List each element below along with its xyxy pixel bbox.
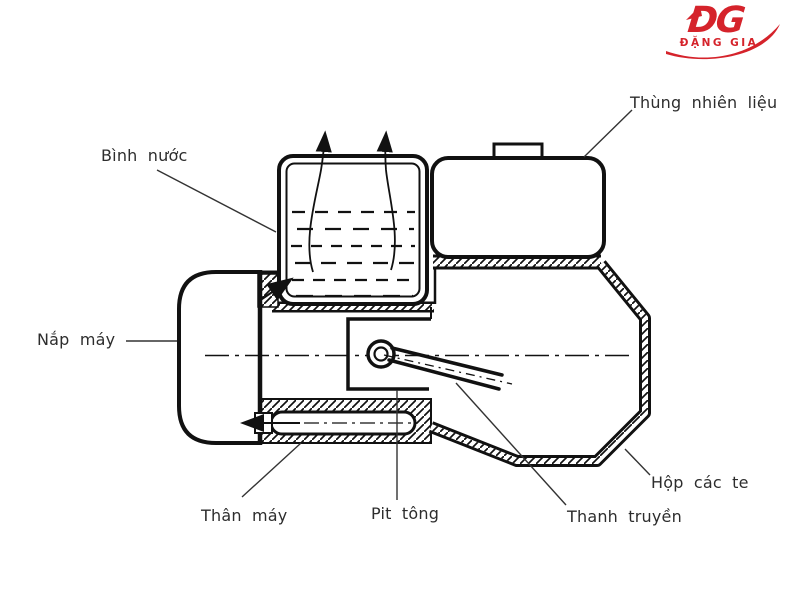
leader-thanh-truyen <box>455 382 567 506</box>
logo-swoosh-icon <box>666 6 780 60</box>
fuel-tank <box>430 142 606 259</box>
label-binh-nuoc: Bình nước <box>101 146 188 165</box>
logo-name: ĐẶNG GIA <box>679 37 759 49</box>
leader-than-may <box>241 442 302 498</box>
engine-cover <box>177 270 260 445</box>
label-pit-tong: Pit tông <box>371 504 440 523</box>
leader-lines <box>126 109 651 506</box>
steam-arrows <box>308 130 396 273</box>
leader-thung-nhien-lieu <box>583 109 633 158</box>
label-than-may: Thân máy <box>201 506 288 525</box>
piston <box>346 317 431 391</box>
logo-monogram: DG <box>685 0 746 41</box>
water-tank <box>277 154 429 306</box>
steam-arrow-left <box>308 130 332 273</box>
dang-gia-logo: DG ĐẶNG GIA <box>664 0 788 64</box>
crankcase <box>272 254 651 467</box>
steam-arrow-right <box>376 130 396 271</box>
label-thanh-truyen: Thanh truyền <box>567 507 682 526</box>
label-thung-nhien-lieu: Thùng nhiên liệu <box>630 93 778 112</box>
leader-hop-cac-te <box>624 448 651 476</box>
label-nap-may: Nắp máy <box>37 330 116 349</box>
connecting-rod <box>366 339 513 391</box>
leader-binh-nuoc <box>156 169 277 233</box>
heat-arrow <box>258 277 294 302</box>
label-hop-cac-te: Hộp các te <box>651 473 749 492</box>
logo-arrow-icon <box>686 6 702 20</box>
